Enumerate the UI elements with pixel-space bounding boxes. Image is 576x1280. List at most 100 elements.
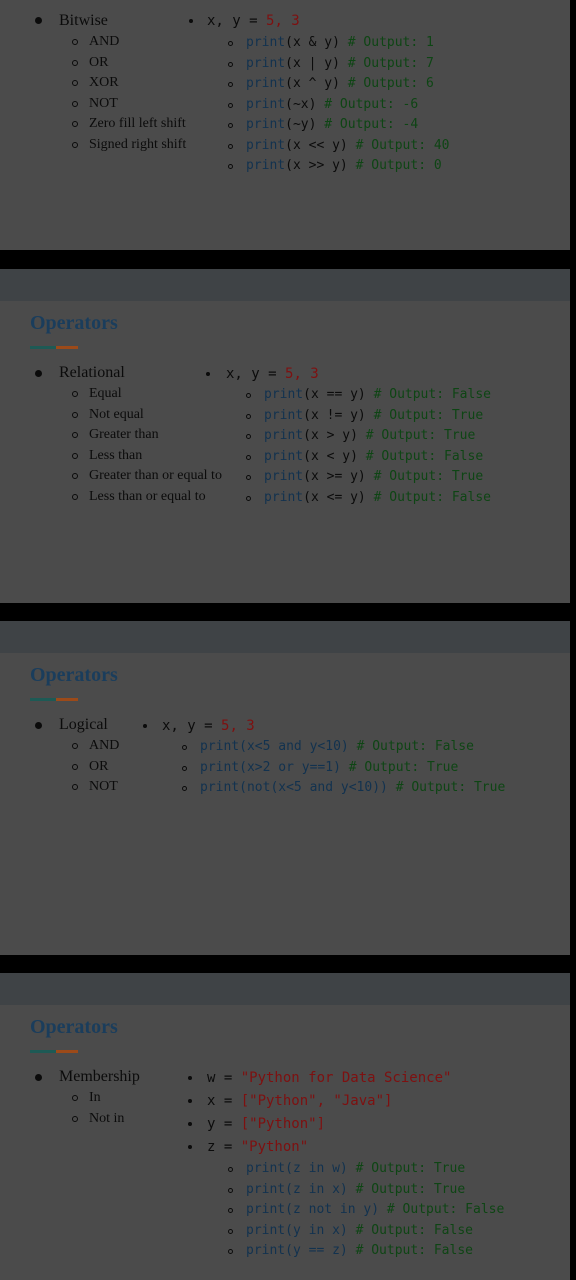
code-bullet xyxy=(188,1122,192,1126)
slide-logical: Operators Logical AND OR NOT x, y = 5, 3… xyxy=(0,621,570,955)
list-item: Greater than or equal to xyxy=(89,468,222,483)
code-line: print(x != y) # Output: True xyxy=(264,408,484,423)
slide-title: Operators xyxy=(30,1016,118,1038)
sub-bullet xyxy=(72,453,78,459)
list-item: NOT xyxy=(89,779,118,794)
code-bullet xyxy=(188,1099,192,1103)
list-item: Greater than xyxy=(89,427,159,442)
list-item: Zero fill left shift xyxy=(89,116,186,131)
code-sub-bullet xyxy=(182,786,187,791)
code-sub-bullet xyxy=(228,103,233,108)
topic-label: Membership xyxy=(59,1068,140,1085)
code-line: print(x << y) # Output: 40 xyxy=(246,138,450,153)
code-assign: x, y = 5, 3 xyxy=(162,718,255,734)
sub-bullet xyxy=(72,764,78,770)
list-item: OR xyxy=(89,759,109,774)
slide-title: Operators xyxy=(30,664,118,686)
code-sub-bullet xyxy=(228,62,233,67)
code-assign: x, y = 5, 3 xyxy=(226,366,319,382)
code-line: print(x<5 and y<10) # Output: False xyxy=(200,739,474,754)
code-sub-bullet xyxy=(182,745,187,750)
title-underline xyxy=(30,1050,78,1053)
code-assign: y = ["Python"] xyxy=(207,1116,326,1132)
list-item: NOT xyxy=(89,96,118,111)
list-item: In xyxy=(89,1090,101,1105)
code-sub-bullet xyxy=(228,164,233,169)
list-item: Equal xyxy=(89,386,122,401)
code-line: print(x >= y) # Output: True xyxy=(264,469,484,484)
code-bullet xyxy=(188,1145,192,1149)
code-sub-bullet xyxy=(228,144,233,149)
code-line: print(x & y) # Output: 1 xyxy=(246,35,434,50)
slide-bitwise: Bitwise AND OR XOR NOT Zero fill left sh… xyxy=(0,0,570,250)
code-assign: w = "Python for Data Science" xyxy=(207,1070,452,1086)
code-bullet xyxy=(188,1076,192,1080)
code-line: print(x > y) # Output: True xyxy=(264,428,476,443)
list-item: Less than or equal to xyxy=(89,489,206,504)
list-item: OR xyxy=(89,55,109,70)
list-item: Not in xyxy=(89,1111,125,1126)
code-line: print(y in x) # Output: False xyxy=(246,1223,473,1238)
code-sub-bullet xyxy=(246,414,251,419)
code-sub-bullet xyxy=(228,1188,233,1193)
topic-label: Relational xyxy=(59,364,125,381)
code-bullet xyxy=(143,724,147,728)
slide-relational: Operators Relational Equal Not equal Gre… xyxy=(0,269,570,603)
title-underline xyxy=(30,346,78,349)
code-line: print(x | y) # Output: 7 xyxy=(246,56,434,71)
sub-bullet xyxy=(72,432,78,438)
header-band xyxy=(0,621,570,653)
code-sub-bullet xyxy=(228,123,233,128)
sub-bullet xyxy=(72,1116,78,1122)
code-sub-bullet xyxy=(228,1167,233,1172)
code-sub-bullet xyxy=(228,82,233,87)
code-assign: x, y = 5, 3 xyxy=(207,13,300,29)
header-band xyxy=(0,973,570,1005)
bullet-dot xyxy=(35,722,42,729)
code-sub-bullet xyxy=(228,1229,233,1234)
sub-bullet xyxy=(72,39,78,45)
code-sub-bullet xyxy=(228,1208,233,1213)
code-line: print(x >> y) # Output: 0 xyxy=(246,158,442,173)
code-sub-bullet xyxy=(246,455,251,460)
title-underline xyxy=(30,698,78,701)
code-sub-bullet xyxy=(246,475,251,480)
sub-bullet xyxy=(72,142,78,148)
list-item: AND xyxy=(89,34,120,49)
code-line: print(y == z) # Output: False xyxy=(246,1243,473,1258)
code-line: print(~y) # Output: -4 xyxy=(246,117,419,132)
topic-label: Logical xyxy=(59,716,108,733)
code-line: print(z in w) # Output: True xyxy=(246,1161,466,1176)
bullet-dot xyxy=(35,1074,42,1081)
header-band xyxy=(0,269,570,301)
code-line: print(not(x<5 and y<10)) # Output: True xyxy=(200,780,506,795)
sub-bullet xyxy=(72,494,78,500)
code-line: print(x>2 or y==1) # Output: True xyxy=(200,760,459,775)
sub-bullet xyxy=(72,473,78,479)
bullet-dot xyxy=(35,17,42,24)
code-line: print(z not in y) # Output: False xyxy=(246,1202,505,1217)
slide-title: Operators xyxy=(30,312,118,334)
sub-bullet xyxy=(72,121,78,127)
code-line: print(x ^ y) # Output: 6 xyxy=(246,76,434,91)
sub-bullet xyxy=(72,391,78,397)
sub-bullet xyxy=(72,784,78,790)
code-line: print(x < y) # Output: False xyxy=(264,449,484,464)
slide-membership: Operators Membership In Not in w = "Pyth… xyxy=(0,973,570,1280)
code-sub-bullet xyxy=(246,393,251,398)
topic-label: Bitwise xyxy=(59,12,108,29)
sub-bullet xyxy=(72,60,78,66)
code-line: print(x <= y) # Output: False xyxy=(264,490,491,505)
list-item: Less than xyxy=(89,448,143,463)
sub-bullet xyxy=(72,101,78,107)
list-item: Not equal xyxy=(89,407,144,422)
code-bullet xyxy=(189,19,193,23)
code-assign: z = "Python" xyxy=(207,1139,309,1155)
code-line: print(~x) # Output: -6 xyxy=(246,97,419,112)
sub-bullet xyxy=(72,412,78,418)
bullet-dot xyxy=(35,370,42,377)
sub-bullet xyxy=(72,1095,78,1101)
list-item: Signed right shift xyxy=(89,137,187,152)
code-bullet xyxy=(206,372,210,376)
list-item: XOR xyxy=(89,75,119,90)
